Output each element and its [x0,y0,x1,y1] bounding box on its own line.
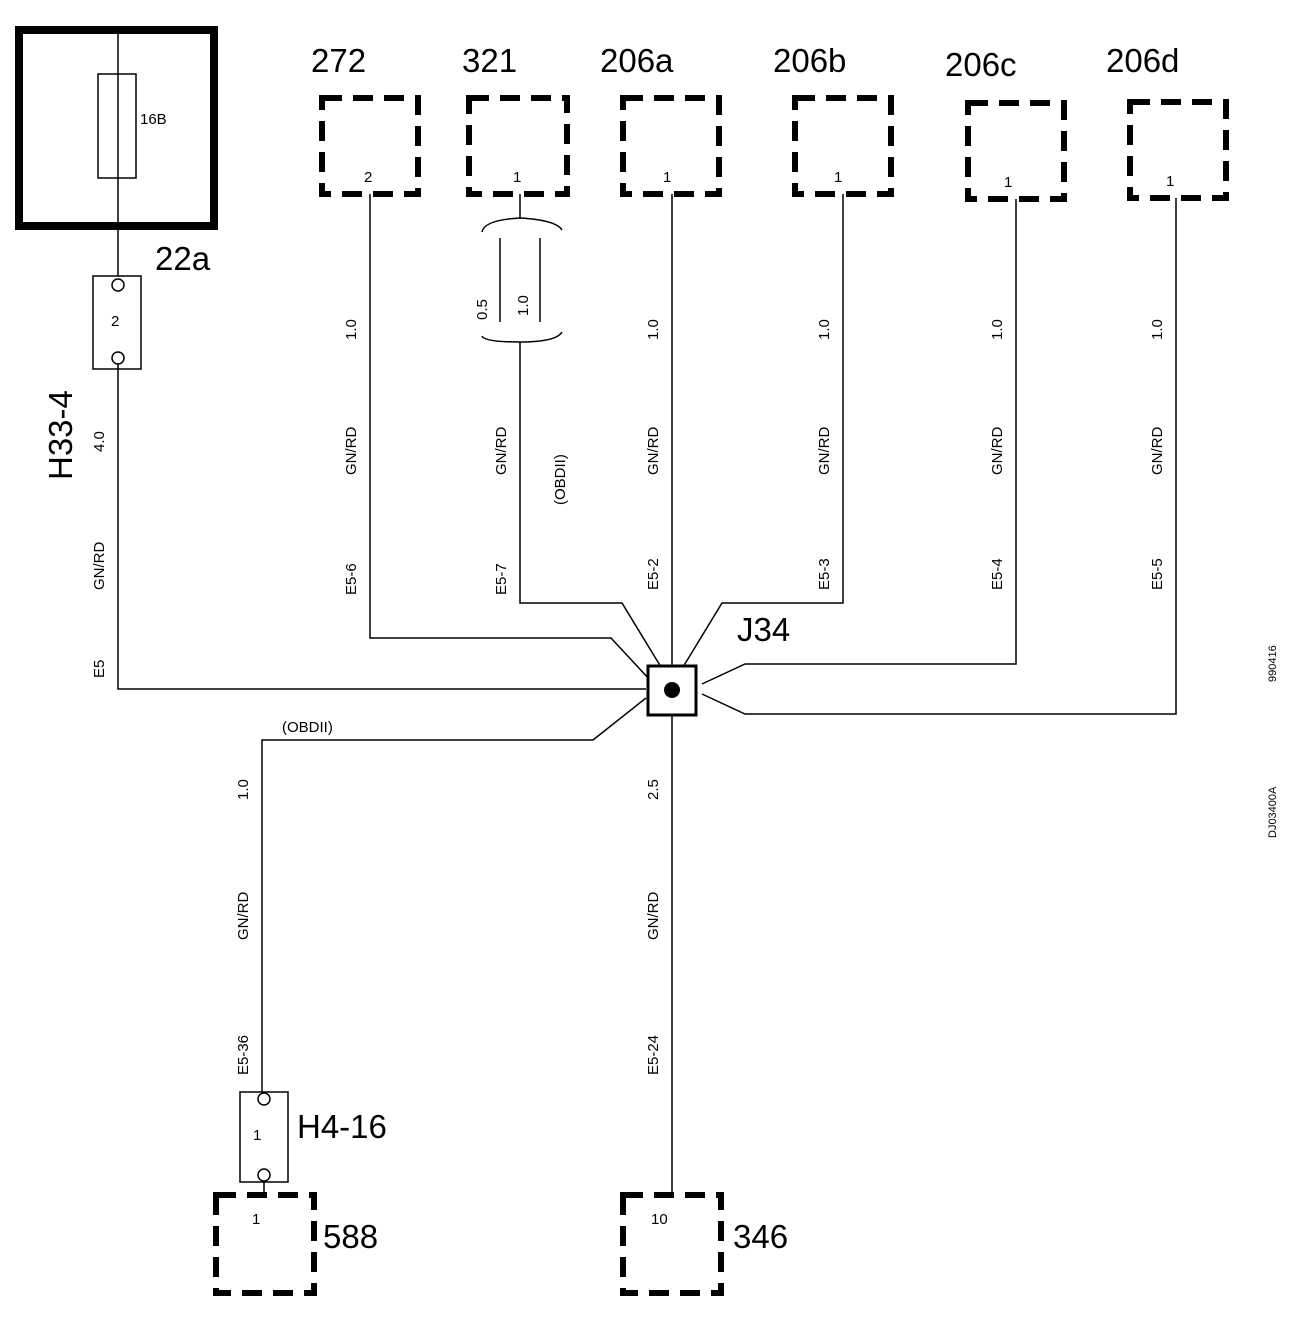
wire-code: E5-4 [989,558,1006,590]
wire-size: 1.0 [989,319,1006,340]
wire-color: GN/RD [343,427,360,476]
component-206b: 206b 1 [773,42,894,197]
drawing-code: DJ03400A [1267,786,1279,838]
component-pin: 1 [513,169,521,186]
connector-h4-16: 1 H4-16 [239,1091,387,1183]
wire-size: 1.0 [816,319,833,340]
fuse-16b [97,73,137,179]
component-pin: 10 [651,1211,668,1228]
component-pin: 1 [1004,174,1012,191]
fuse-box-name: 22a [155,240,211,277]
wire-code: E5-2 [645,558,662,590]
component-346: 10 346 [620,1192,788,1296]
wire-size: 4.0 [91,431,108,452]
wire-color: GN/RD [989,427,1006,476]
wire-color: GN/RD [91,542,108,591]
junction-name: J34 [737,611,790,648]
fuse-box-22a: 16B 22a [15,26,218,278]
wire-size: 1.0 [645,319,662,340]
wire-size: 1.0 [235,779,252,800]
wire-size: 1.0 [343,319,360,340]
wire-size: 0.5 [474,299,491,320]
wire-code: E5-36 [235,1035,252,1075]
wire-code: E5-7 [493,563,510,595]
wire-206b [679,194,844,673]
wire-color: GN/RD [493,427,510,476]
wire-color: GN/RD [1149,427,1166,476]
component-pin: 2 [364,169,372,186]
wire-note: (OBDII) [282,719,333,736]
h33-pin: 2 [111,313,119,330]
component-206a: 206a 1 [600,42,722,197]
wire-color: GN/RD [645,892,662,941]
wire-code: E5-5 [1149,558,1166,590]
wire-code: E5-24 [645,1035,662,1075]
component-272: 272 2 [311,42,421,197]
component-pin: 1 [663,169,671,186]
date-code: 990416 [1267,645,1279,682]
wire-note: (OBDII) [552,454,569,505]
component-id: 206a [600,42,674,79]
component-id: 346 [733,1218,788,1255]
component-321: 321 1 [462,42,570,197]
wire-206c [701,199,1017,685]
component-588: 1 588 [213,1192,378,1296]
wire-lines [117,194,1177,1195]
wire-color: GN/RD [645,427,662,476]
component-id: 321 [462,42,517,79]
component-id: 206d [1106,42,1179,79]
h33-name: H33-4 [42,390,79,480]
wire-size: 2.5 [645,779,662,800]
wire-size: 1.0 [1149,319,1166,340]
component-id: 206b [773,42,846,79]
fuse-label: 16B [140,111,167,128]
wire-e5 [117,364,646,690]
junction-j34: J34 [646,611,790,717]
component-id: 272 [311,42,366,79]
wire-206d [701,198,1177,715]
wire-588 [261,697,647,1092]
component-id: 588 [323,1218,378,1255]
splice-brace-bottom [481,331,563,343]
wire-code: E5 [91,660,108,678]
wire-color: GN/RD [816,427,833,476]
wire-size: 1.0 [515,295,532,316]
wire-321 [519,342,665,673]
wire-color: GN/RD [235,892,252,941]
wire-272 [369,194,651,681]
splice-brace-top [481,217,563,233]
component-206c: 206c 1 [945,46,1067,202]
component-pin: 1 [834,169,842,186]
component-pin: 1 [1166,173,1174,190]
component-206d: 206d 1 [1106,42,1229,201]
component-id: 206c [945,46,1017,83]
h4-pin: 1 [253,1127,261,1144]
wire-code: E5-3 [816,558,833,590]
h4-name: H4-16 [297,1108,387,1145]
component-pin: 1 [252,1211,260,1228]
wire-code: E5-6 [343,563,360,595]
